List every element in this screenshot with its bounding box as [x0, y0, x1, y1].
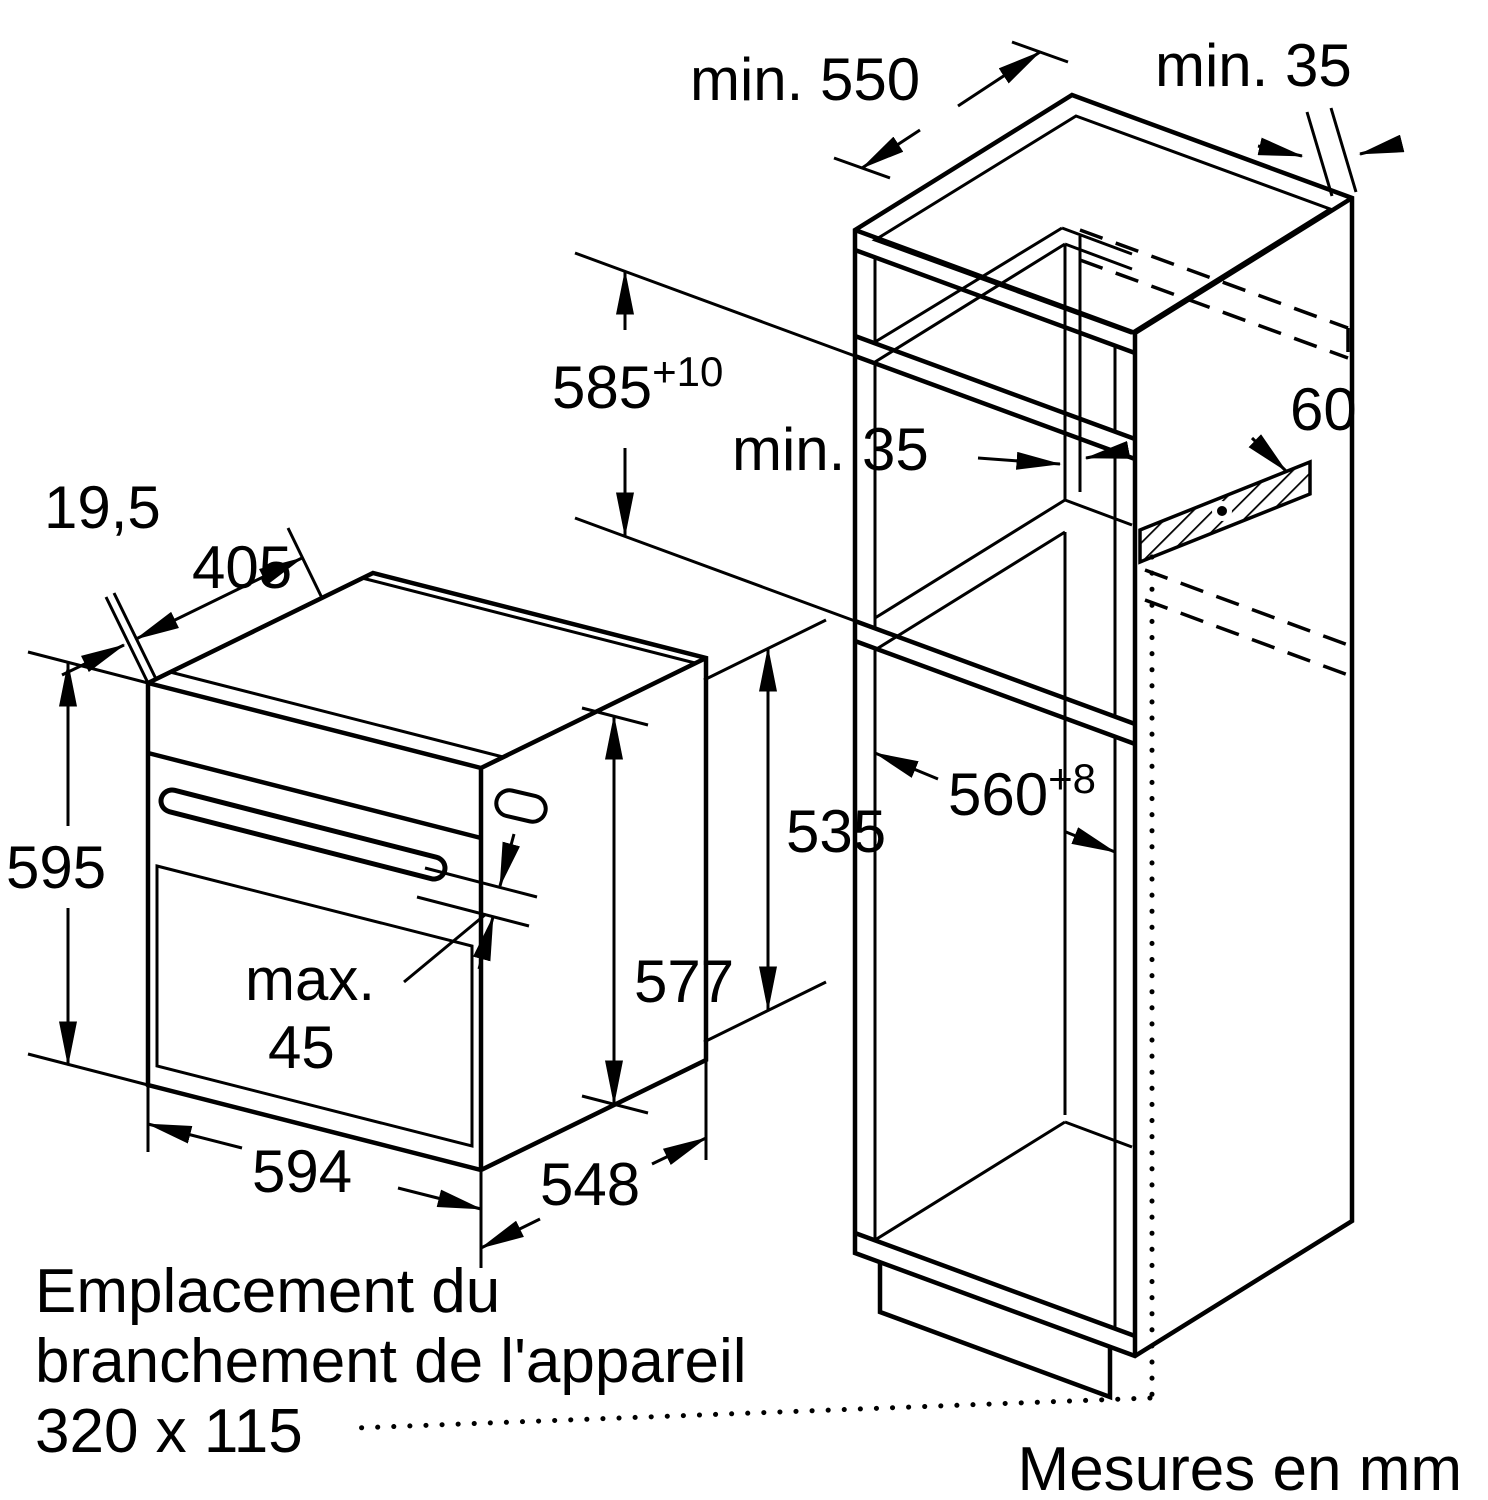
- strip-height-label: 60: [1290, 376, 1357, 443]
- connection-note-line3: 320 x 115: [35, 1397, 303, 1466]
- cabinet-top-inner-frame: [871, 114, 1334, 335]
- niche-depth-label: min. 550: [690, 46, 920, 113]
- panel-depth-arrow: [61, 643, 126, 677]
- handle-clearance-arrow-b: [473, 915, 495, 970]
- oven-top-inset: [169, 576, 696, 759]
- rear-gap-top-arrow-a: [1257, 137, 1304, 158]
- niche-width-arrow-b: [1065, 827, 1117, 854]
- front-width-arrow-b: [397, 1186, 483, 1211]
- top-depth-extension: [286, 527, 324, 599]
- rear-gap-top-label: min. 35: [1155, 32, 1352, 99]
- notes: Emplacement du branchement de l'appareil…: [35, 1257, 1462, 1500]
- oven-drawing: [145, 570, 709, 1173]
- cabinet-opening-inner-edges: [873, 257, 1117, 1329]
- connection-note-line1: Emplacement du: [35, 1257, 500, 1326]
- cabinet-front-edges: [854, 196, 1354, 1356]
- oven-front-edges: [147, 655, 707, 1170]
- handle-clearance-value: 45: [268, 1014, 335, 1081]
- front-width-label: 594: [252, 1138, 352, 1205]
- body-depth-label: 548: [540, 1151, 640, 1218]
- connection-dotted-line: [352, 554, 1155, 1431]
- niche-depth-arrow-a: [860, 128, 921, 170]
- top-depth-label: 405: [192, 534, 292, 601]
- top-depth-arrow: [134, 556, 304, 641]
- oven-handle-fill: [163, 792, 443, 877]
- hidden-edge-dashed: [1079, 228, 1350, 677]
- oven-dimensions: 19,5 405 595 577 535 max. 45 594: [6, 474, 886, 1268]
- body-depth-arrow-a: [479, 1217, 541, 1250]
- oven-control-panel-line: [147, 750, 482, 841]
- rear-gap-top-arrow-b: [1358, 134, 1405, 156]
- body-depth-arrow-b: [651, 1136, 708, 1166]
- rear-gap-mid-arrow-b: [1084, 441, 1131, 460]
- body-height-label: 577: [634, 948, 734, 1015]
- front-width-arrow-a: [146, 1122, 243, 1150]
- handle-clearance-lines: [416, 866, 538, 928]
- niche-width-arrow-a: [873, 751, 939, 781]
- oven-door-inner-frame: [155, 864, 474, 1148]
- front-height-extensions: [27, 650, 149, 1087]
- niche-depth-arrow-b: [957, 50, 1042, 108]
- connection-point-dot: [1217, 506, 1227, 516]
- handle-clearance-leader: [403, 912, 487, 984]
- cabinet-dimensions: min. 550 min. 35 585+10 min. 35 60 560+8: [552, 32, 1405, 854]
- cabinet-outline: [852, 92, 1355, 1359]
- handle-clearance-arrow-a: [498, 833, 520, 888]
- cabinet-plinth: [877, 1262, 1113, 1401]
- connection-area: [1138, 459, 1312, 565]
- cabinet-interior-lines: [874, 226, 1133, 1242]
- niche-width-label: 560+8: [948, 755, 1096, 828]
- units-note: Mesures en mm: [1018, 1435, 1462, 1500]
- rear-height-label: 535: [786, 798, 886, 865]
- rear-gap-mid-arrow-a: [977, 451, 1062, 470]
- strip-height-arrow: [1248, 434, 1288, 473]
- rear-gap-mid-label: min. 35: [732, 416, 929, 483]
- panel-depth-extensions: [104, 592, 158, 684]
- panel-depth-label: 19,5: [44, 474, 161, 541]
- cabinet-shelf-edges: [854, 247, 1136, 1339]
- handle-clearance-prefix: max.: [245, 946, 375, 1013]
- rear-gap-top-lines: [1305, 107, 1358, 197]
- niche-height-label: 585+10: [552, 348, 723, 421]
- cabinet-drawing: [352, 92, 1355, 1431]
- front-height-label: 595: [6, 834, 106, 901]
- connection-note-line2: branchement de l'appareil: [35, 1327, 747, 1396]
- oven-grip-hole: [494, 788, 548, 824]
